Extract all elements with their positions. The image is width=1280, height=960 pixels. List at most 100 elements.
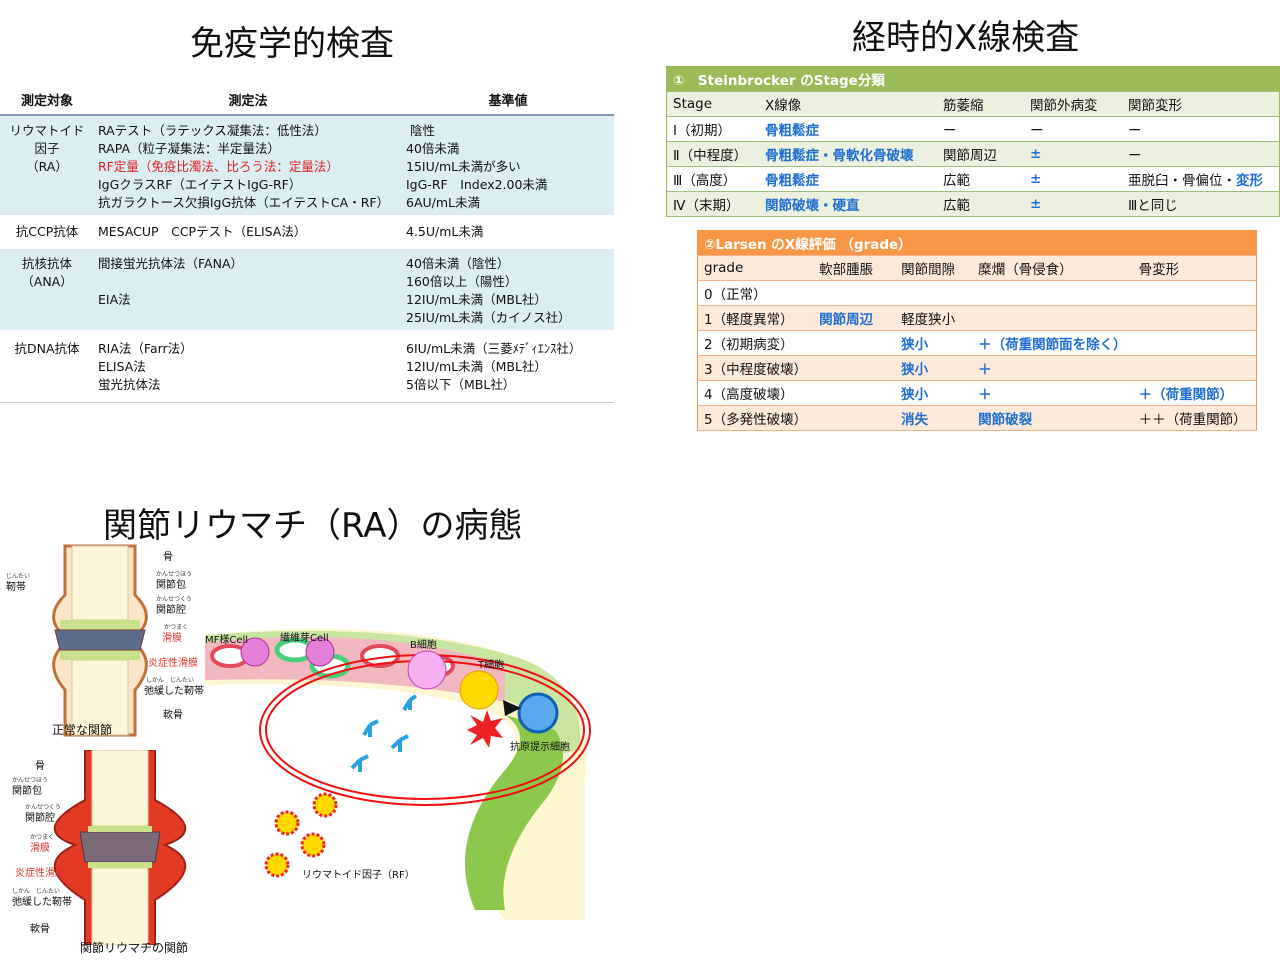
xray-title: 経時的X線検査 — [852, 18, 1080, 58]
bone-label-ra: 骨 — [35, 761, 45, 772]
table-row: 抗DNA抗体 RIA法（Farr法） ELISA法 蛍光抗体法 6IU/mL未満… — [0, 330, 614, 403]
loose-ligament-label: 弛緩した靭帯 — [144, 686, 204, 697]
space-cell: 軽度狭小 — [895, 305, 973, 331]
cavity-label-ra: 関節腔 — [25, 813, 55, 824]
cavity-ruby-ra: かんせつくう — [25, 804, 61, 811]
extra-cell: ± — [1024, 141, 1122, 167]
steinbrocker-table: ① Steinbrocker のStage分類 Stage X線像 筋萎縮 関節… — [666, 66, 1280, 217]
deform-cell: ー — [1122, 141, 1280, 167]
method-text: IgGクラスRF（エイテストIgG-RF） — [98, 177, 302, 192]
upper-bone-shape — [71, 545, 129, 621]
column-header: Stage — [666, 91, 759, 117]
synovium-green-band — [465, 715, 563, 910]
method-text-highlight: RF定量（免疫比濁法、比ろう法：定量法） — [98, 159, 339, 174]
target-label: （RA） — [26, 159, 68, 174]
antigen-presenting-cell — [517, 692, 559, 734]
deform-cell: ー — [1122, 116, 1280, 142]
rf-particle-icon — [300, 832, 326, 858]
table-title-row: ① Steinbrocker のStage分類 — [666, 66, 1280, 92]
inflamed-synovium-label: 炎症性滑膜 — [148, 658, 198, 669]
muscle-cell: 関節周辺 — [937, 141, 1024, 167]
target-label: （ANA） — [21, 274, 73, 289]
normal-joint-caption: 正常な関節 — [52, 723, 113, 737]
table-row: 5（多発性破壊） 消失 関節破裂 ＋＋（荷重関節） — [697, 405, 1257, 431]
target-label: 因子 — [34, 141, 60, 156]
table-row: Ⅳ（末期） 関節破壊・硬直 広範 ± Ⅲと同じ — [666, 191, 1280, 217]
larsen-table: ②Larsen のX線評価 （grade） grade 軟部腫脹 関節間隙 糜爛… — [697, 230, 1257, 431]
value-text: 40倍未満 — [406, 141, 460, 156]
cartilage-label-ra: 軟骨 — [30, 924, 50, 935]
target-label: 抗DNA抗体 — [14, 341, 80, 356]
table-row: リウマトイド 因子 （RA） RAテスト（ラテックス凝集法：低性法） RAPA（… — [0, 115, 614, 216]
t-cell — [459, 670, 499, 710]
deform-text: 亜脱臼・骨偏位・ — [1128, 173, 1236, 189]
immune-mechanism-illustration — [205, 628, 591, 920]
grade-cell: 5（多発性破壊） — [697, 405, 814, 431]
extra-cell: ± — [1024, 191, 1122, 217]
stage-cell: Ⅳ（末期） — [666, 191, 759, 217]
antibody-icon — [362, 719, 379, 737]
table-row: 1（軽度異常） 関節周辺 軽度狭小 — [697, 305, 1257, 331]
value-text: 5倍以下（MBL社） — [406, 377, 516, 392]
erosion-cell: ＋ — [972, 380, 1133, 406]
grade-cell: 4（高度破壊） — [697, 380, 814, 406]
value-text: 40倍未満（陰性） — [406, 256, 510, 271]
ra-joint-illustration — [54, 750, 186, 945]
capsule-ruby-ra: かんせつほう — [12, 777, 49, 784]
column-header: 関節外病変 — [1024, 91, 1122, 117]
erosion-cell: 関節破裂 — [972, 405, 1133, 431]
stage-cell: Ⅲ（高度） — [666, 166, 759, 192]
table-header-row: Stage X線像 筋萎縮 関節外病変 関節変形 — [666, 91, 1280, 117]
method-text: 蛍光抗体法 — [98, 377, 161, 392]
ligament-ruby: じんたい — [6, 573, 31, 580]
stage-cell: Ⅰ（初期） — [666, 116, 759, 142]
muscle-cell: 広範 — [937, 166, 1024, 192]
column-header: 測定対象 — [0, 84, 94, 116]
table-row: Ⅱ（中程度） 骨粗鬆症・骨軟化骨破壊 関節周辺 ± ー — [666, 141, 1280, 167]
column-header: 関節間隙 — [895, 255, 973, 281]
value-text: 12IU/mL未満（MBL社） — [406, 292, 547, 307]
erosion-cell: ＋ — [972, 355, 1133, 381]
value-text: 陰性 — [410, 123, 436, 138]
xray-cell: 骨粗鬆症・骨軟化骨破壊 — [759, 141, 937, 167]
method-text: RAテスト（ラテックス凝集法：低性法） — [98, 123, 327, 138]
lower-bone-shape — [91, 867, 149, 945]
value-text: 6AU/mL未満 — [406, 195, 481, 210]
column-header: grade — [697, 255, 814, 281]
table-row: Ⅰ（初期） 骨粗鬆症 ー ー ー — [666, 116, 1280, 142]
ra-joint-caption: 関節リウマチの関節 — [80, 941, 189, 955]
method-text: EIA法 — [98, 292, 131, 307]
table-row: 0（正常） — [697, 280, 1257, 306]
xray-cell: 骨粗鬆症 — [759, 166, 937, 192]
grade-cell: 1（軽度異常） — [697, 305, 814, 331]
upper-bone-shape — [91, 750, 149, 827]
cartilage-lower-shape — [60, 650, 140, 660]
synovium-ruby-ra: かつまく — [30, 834, 55, 841]
target-label: 抗CCP抗体 — [15, 224, 79, 239]
column-header: 糜爛（骨侵食） — [972, 255, 1133, 281]
value-text: IgG-RF Index2.00未満 — [406, 177, 548, 192]
table-header-row: grade 軟部腫脹 関節間隙 糜爛（骨侵食） 骨変形 — [697, 255, 1257, 281]
antibody-icon — [402, 694, 418, 712]
table-row: 3（中程度破壊） 狭小 ＋ — [697, 355, 1257, 381]
table-row: 2（初期病変） 狭小 ＋（荷重関節面を除く） — [697, 330, 1257, 356]
extra-cell: ー — [1024, 116, 1122, 142]
t-cell-label: T細胞 — [478, 660, 505, 671]
immunology-table: 測定対象 測定法 基準値 リウマトイド 因子 （RA） RAテスト（ラテックス凝… — [0, 84, 614, 403]
larsen-title: ②Larsen のX線評価 （grade） — [697, 230, 1257, 256]
rf-particle-icon — [312, 792, 338, 818]
table-row: 4（高度破壊） 狭小 ＋ ＋（荷重関節） — [697, 380, 1257, 406]
synovium-label: 滑膜 — [162, 633, 182, 644]
value-text: 25IU/mL未満（カイノス社） — [406, 310, 571, 325]
deform-cell: Ⅲと同じ — [1122, 191, 1280, 217]
loose-ruby-ra: しかん じんたい — [12, 888, 61, 895]
deform-cell: 亜脱臼・骨偏位・変形 — [1122, 166, 1280, 192]
rf-particle-icon — [264, 852, 290, 878]
column-header: X線像 — [759, 91, 937, 117]
cavity-label: 関節腔 — [156, 605, 186, 616]
column-header: 筋萎縮 — [937, 91, 1024, 117]
swelling-cell: 関節周辺 — [813, 305, 896, 331]
ligament-label: 靭帯 — [6, 582, 26, 593]
loose-ligament-label-ra: 弛緩した靭帯 — [12, 897, 72, 908]
table-row: Ⅲ（高度） 骨粗鬆症 広範 ± 亜脱臼・骨偏位・変形 — [666, 166, 1280, 192]
